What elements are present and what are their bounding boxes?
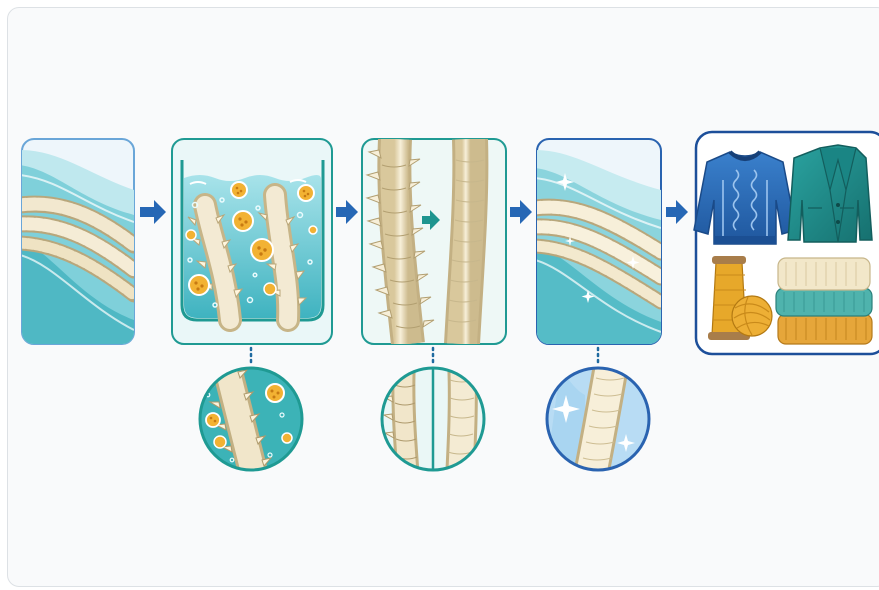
smooth-softened-fiber-panel xyxy=(535,139,661,344)
scale-comparison-detail-circle xyxy=(382,360,484,480)
finished-wool-products-panel xyxy=(694,132,879,354)
scale-removal-panel xyxy=(362,139,506,344)
arrow-right-icon xyxy=(336,200,358,224)
blazer-icon xyxy=(788,145,872,242)
smooth-fiber-detail-circle xyxy=(545,360,649,480)
enzyme-bath-panel xyxy=(172,139,332,344)
folded-blankets-icon xyxy=(776,258,872,344)
arrow-right-icon xyxy=(140,200,166,224)
enzyme-detail-circle xyxy=(200,360,302,480)
raw-wool-fiber-panel xyxy=(20,139,134,344)
sweater-icon xyxy=(694,152,796,244)
arrow-right-icon xyxy=(666,200,688,224)
arrow-right-icon xyxy=(510,200,532,224)
